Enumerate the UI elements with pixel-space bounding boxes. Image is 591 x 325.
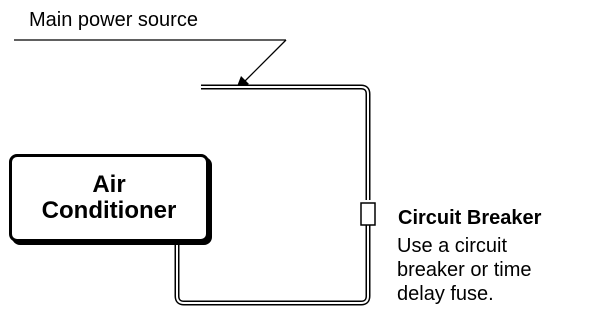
circuit-breaker-title: Circuit Breaker (398, 207, 542, 229)
ac-label-line2: Conditioner (41, 197, 177, 224)
circuit-breaker-symbol (360, 202, 376, 226)
power-cable (174, 84, 371, 306)
leader-line (243, 39, 287, 83)
main-power-source-label: Main power source (29, 9, 198, 31)
ac-label-line1: Air (92, 170, 126, 198)
breaker-note-line: breaker or time (397, 259, 532, 281)
air-conditioner-box: Air Conditioner (9, 154, 209, 242)
breaker-note-line: Use a circuit (397, 235, 508, 257)
breaker-note-line: delay fuse. (397, 283, 494, 305)
circuit-breaker-note: Use a circuit breaker or time delay fuse… (397, 234, 587, 306)
